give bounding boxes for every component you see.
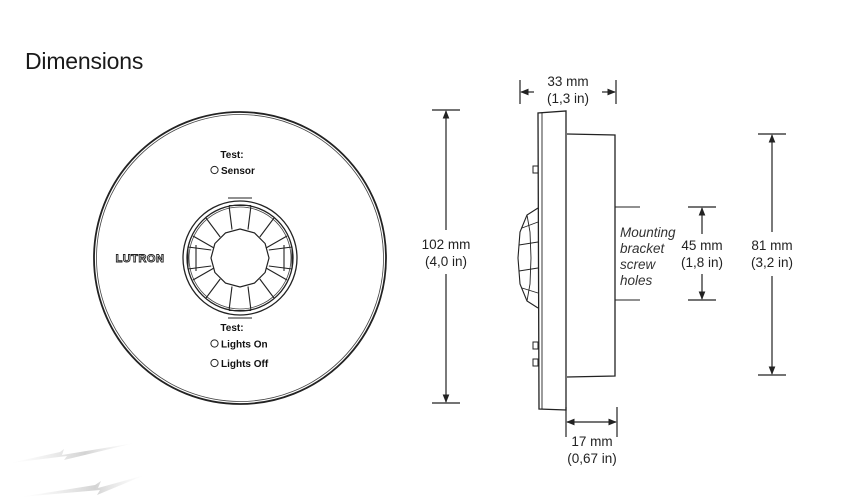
test-lights-heading: Test: (220, 323, 243, 334)
test-sensor-heading: Test: (220, 150, 243, 161)
callout-line-4: holes (620, 273, 653, 288)
dimension-diameter: 102 mm (4,0 in) (422, 109, 471, 404)
outer-rim (93, 111, 387, 405)
diameter-mm: 102 mm (422, 237, 471, 252)
front-view: Test: Sensor LUTRON Test: Lights On Ligh… (93, 111, 387, 405)
decorative-streaks (10, 443, 145, 497)
base-depth-in: (0,67 in) (567, 451, 617, 466)
bracket-holes-mm: 45 mm (681, 238, 722, 253)
side-view (517, 110, 640, 411)
dimension-base-depth: 17 mm (0,67 in) (565, 407, 618, 466)
test-sensor-label: Sensor (221, 166, 255, 177)
callout-line-3: screw (620, 257, 657, 272)
callout-line-2: bracket (620, 241, 666, 256)
dimension-base-height: 81 mm (3,2 in) (751, 133, 793, 376)
bracket-holes-in: (1,8 in) (681, 255, 723, 270)
base-height-in: (3,2 in) (751, 255, 793, 270)
lights-off-button-icon (210, 358, 219, 368)
page-title: Dimensions (25, 48, 144, 74)
sensor-test-button-icon (210, 165, 219, 175)
diameter-in: (4,0 in) (425, 254, 467, 269)
total-depth-mm: 33 mm (547, 74, 588, 89)
dimension-bracket-holes: 45 mm (1,8 in) (681, 206, 723, 301)
lights-on-label: Lights On (221, 340, 268, 351)
lutron-logo: LUTRON (116, 253, 165, 265)
dimension-total-depth: 33 mm (1,3 in) (519, 74, 617, 106)
mounting-bracket-callout: Mounting bracket screw holes (620, 225, 676, 288)
total-depth-in: (1,3 in) (547, 91, 589, 106)
callout-line-1: Mounting (620, 225, 676, 240)
sensor-lens-icon (182, 197, 298, 319)
base-depth-mm: 17 mm (571, 434, 612, 449)
lights-on-button-icon (210, 339, 219, 348)
base-height-mm: 81 mm (751, 238, 792, 253)
lights-off-label: Lights Off (221, 359, 269, 370)
